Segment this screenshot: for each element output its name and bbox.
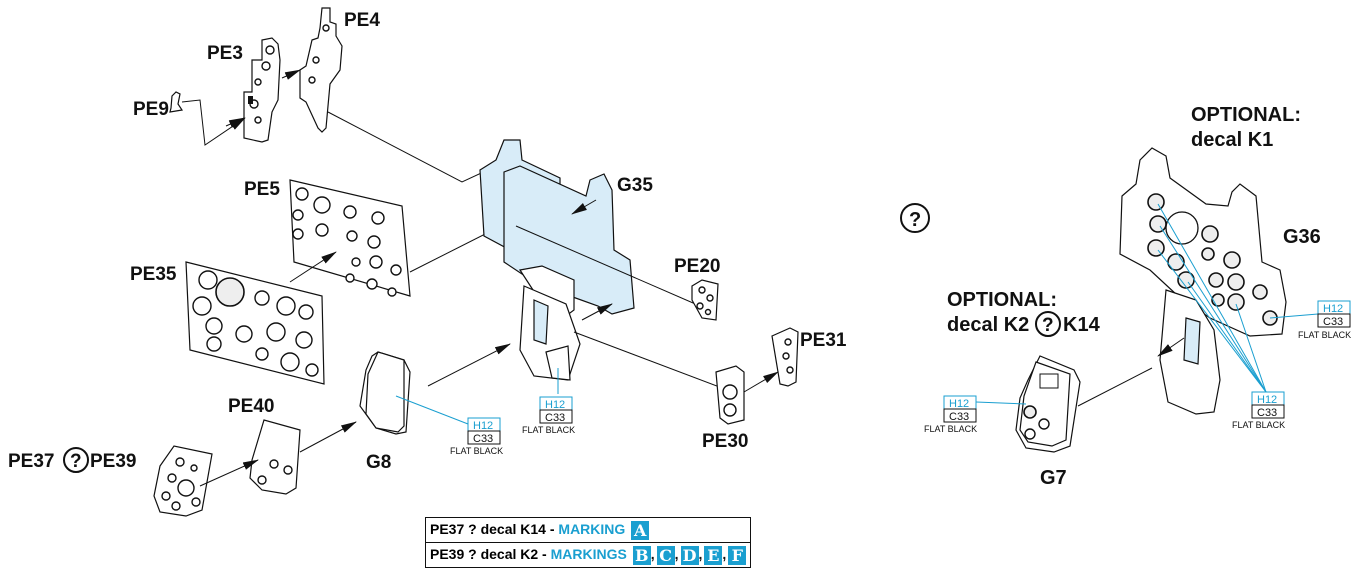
g36-paint-callout-right: H12 C33 FLAT BLACK xyxy=(1298,300,1351,340)
g35-main-panel xyxy=(479,139,635,381)
pe4-leader xyxy=(327,111,506,183)
pe3-label: PE3 xyxy=(207,43,243,64)
pe30-part xyxy=(715,365,745,425)
g7-leader xyxy=(1077,367,1153,407)
pe4-arrow xyxy=(281,69,301,80)
pe40-part xyxy=(249,419,301,495)
g7-part xyxy=(1015,355,1081,453)
g36-paint-right-bottom: C33 xyxy=(1323,316,1343,328)
center-paint-desc: FLAT BLACK xyxy=(522,425,575,435)
pe3-arrow xyxy=(225,117,245,128)
pe37-pe39-part xyxy=(153,445,213,517)
g36-part xyxy=(1119,147,1287,415)
pe9-leader xyxy=(181,99,246,146)
pe40-arrow xyxy=(299,421,357,453)
pe9-label: PE9 xyxy=(133,99,169,120)
pe39-label: PE39 xyxy=(90,451,136,472)
pe3-part xyxy=(243,37,281,143)
optional-k2-line2b: K14 xyxy=(1063,314,1101,336)
svg-text:?: ? xyxy=(1042,315,1054,336)
g36-paint-bottom-desc: FLAT BLACK xyxy=(1232,420,1285,430)
g7-label: G7 xyxy=(1040,467,1067,489)
marking-row2-text: PE39 ? decal K2 - xyxy=(430,545,551,562)
marking-row-pe37: PE37 ? decal K14 - MARKING A xyxy=(424,517,752,543)
pe4-label: PE4 xyxy=(344,10,380,31)
g8-leader xyxy=(427,343,511,387)
svg-text:?: ? xyxy=(909,209,921,231)
marking-badge-c: C xyxy=(656,545,675,565)
marking-badge-a: A xyxy=(631,520,650,540)
g36-paint-callout-bottom: H12 C33 FLAT BLACK xyxy=(1232,391,1285,430)
marking-table: PE37 ? decal K14 - MARKING A PE39 ? deca… xyxy=(424,517,752,568)
g7-paint-callout: H12 C33 FLAT BLACK xyxy=(924,395,977,434)
marking-badge-d: D xyxy=(680,545,699,565)
g36-paint-right-top: H12 xyxy=(1323,303,1343,315)
optional-k1-line1: OPTIONAL: xyxy=(1191,104,1301,126)
g36-arrow xyxy=(1157,337,1185,357)
pe-arrow-mid xyxy=(581,303,613,321)
g8-paint-leader xyxy=(395,395,469,425)
or-circle-alone: ? xyxy=(900,203,930,233)
pe5-part xyxy=(289,179,411,297)
pe40-label: PE40 xyxy=(228,396,274,417)
pe20-label: PE20 xyxy=(674,256,720,277)
pe30-label: PE30 xyxy=(702,431,748,452)
g36-paint-bottom-bottom: C33 xyxy=(1257,407,1277,419)
marking-row-pe39: PE39 ? decal K2 - MARKINGS B,C,D,E,F xyxy=(424,542,752,568)
marking-badge-e: E xyxy=(704,545,723,565)
pe9-part xyxy=(169,91,184,113)
pe20-leader xyxy=(515,225,701,307)
marking-badge-b: B xyxy=(632,545,651,565)
marking-row1-word: MARKING xyxy=(558,520,626,537)
pe20-part xyxy=(691,279,719,321)
optional-k1-line2: decal K1 xyxy=(1191,129,1273,151)
g8-paint-callout: H12 C33 FLAT BLACK xyxy=(450,417,503,456)
g7-paint-leader xyxy=(975,401,1027,405)
or-circle-2: ? xyxy=(1035,311,1061,337)
optional-k2-line2a: decal K2 xyxy=(947,314,1029,336)
g7-paint-bottom: C33 xyxy=(949,411,969,423)
g7-paint-desc: FLAT BLACK xyxy=(924,424,977,434)
pe5-label: PE5 xyxy=(244,179,280,200)
pe30-leader xyxy=(573,331,739,395)
or-circle-1: ? xyxy=(63,447,89,473)
g36-paint-leaders xyxy=(1157,203,1319,393)
pe31-label: PE31 xyxy=(800,330,847,351)
g7-paint-top: H12 xyxy=(949,398,969,410)
optional-k2-line1: OPTIONAL: xyxy=(947,289,1057,311)
marking-row2-word: MARKINGS xyxy=(550,545,627,562)
g8-part xyxy=(359,351,411,435)
g35-arrow xyxy=(571,199,597,215)
marking-badge-f: F xyxy=(728,545,747,565)
g36-label: G36 xyxy=(1283,226,1321,248)
center-paint-callout: H12 C33 FLAT BLACK xyxy=(522,396,575,435)
g8-label: G8 xyxy=(366,452,391,473)
pe37-arrow xyxy=(199,459,259,487)
center-paint-top: H12 xyxy=(545,399,565,411)
pe31-part xyxy=(771,327,799,387)
g35-label: G35 xyxy=(617,175,653,196)
g36-paint-bottom-top: H12 xyxy=(1257,394,1277,406)
pe5-arrow xyxy=(289,251,337,283)
svg-text:?: ? xyxy=(70,451,82,472)
pe30-arrow xyxy=(743,371,779,393)
g8-paint-top: H12 xyxy=(473,420,493,432)
g8-paint-desc: FLAT BLACK xyxy=(450,446,503,456)
marking-row1-text: PE37 ? decal K14 - xyxy=(430,520,559,537)
pe35-part xyxy=(185,261,325,385)
pe37-label: PE37 xyxy=(8,451,54,472)
center-paint-bottom: C33 xyxy=(545,412,565,424)
g36-paint-right-desc: FLAT BLACK xyxy=(1298,330,1351,340)
g8-paint-bottom: C33 xyxy=(473,433,493,445)
pe4-part xyxy=(299,7,343,133)
pe35-label: PE35 xyxy=(130,264,177,285)
